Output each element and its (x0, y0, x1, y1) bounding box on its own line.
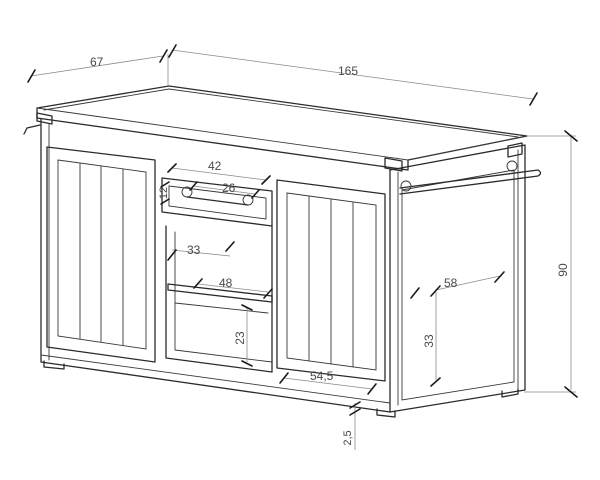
middle-shelf (167, 283, 273, 303)
dimension-width: 165 (167, 44, 538, 106)
dimension-leg-height: 2,5 (342, 401, 361, 450)
drawer-height-label: 12 (158, 187, 170, 199)
upper-opening-label: 33 (187, 243, 201, 257)
leg-front-right (376, 408, 396, 418)
drawer-handle-label: 26 (222, 181, 236, 195)
depth-label: 67 (90, 55, 104, 69)
dimension-side-height: 33 (410, 287, 441, 387)
dimension-height: 90 (524, 130, 578, 398)
dimension-shelf-width: 48 (193, 276, 273, 299)
dimension-drawer-handle: 26 (189, 181, 260, 199)
front-frame (40, 118, 391, 413)
dimension-lower-opening: 23 (233, 304, 253, 367)
inner-bottom-label: 54,5 (310, 369, 334, 383)
side-width-label: 58 (444, 276, 458, 290)
dimension-inner-bottom: 54,5 (279, 369, 377, 395)
right-door (276, 179, 386, 382)
dimension-upper-opening: 33 (167, 241, 235, 261)
lower-opening-label: 23 (233, 331, 247, 345)
shelf-width-label: 48 (219, 276, 233, 290)
dimension-side-width: 58 (430, 271, 505, 297)
drawer-width-label: 42 (208, 159, 222, 173)
height-label: 90 (556, 263, 570, 277)
drawer (161, 177, 273, 227)
middle-compartment (165, 225, 273, 373)
left-towel-rail (23, 124, 41, 135)
width-label: 165 (338, 64, 358, 78)
leg-back-right (501, 388, 519, 398)
side-height-label: 33 (422, 334, 436, 348)
left-door (46, 146, 156, 363)
dimension-drawer-width: 42 (167, 159, 271, 185)
leg-front-left (43, 360, 65, 370)
cabinet (23, 85, 542, 418)
dimension-depth: 67 (27, 49, 168, 83)
drawer-handle (186, 196, 249, 206)
side-frame (389, 144, 526, 413)
leg-height-label: 2,5 (342, 430, 354, 445)
right-towel-rail (399, 169, 542, 195)
dimension-drawer-height: 12 (158, 181, 170, 205)
